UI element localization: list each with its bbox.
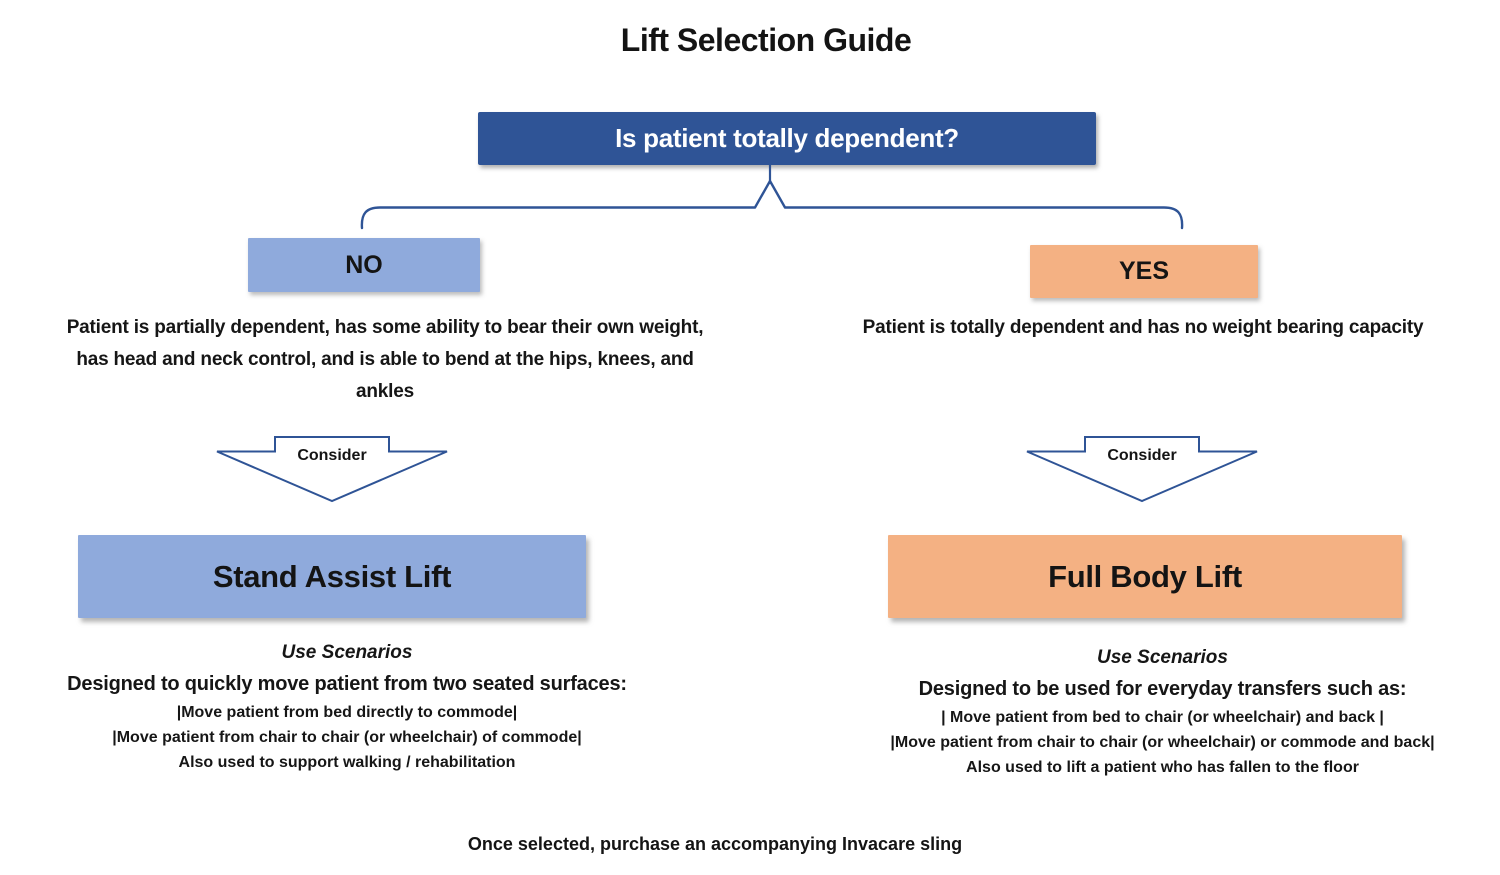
yes-branch-description: Patient is totally dependent and has no … <box>862 317 1424 338</box>
scenarios-title-right: Use Scenarios <box>1097 647 1228 668</box>
scenario-item: |Move patient from bed directly to commo… <box>176 704 518 721</box>
scenario-item: |Move patient from chair to chair (or wh… <box>112 729 582 746</box>
scenarios-heading-left: Designed to quickly move patient from tw… <box>67 673 627 695</box>
scenario-item: Also used to lift a patient who has fall… <box>966 759 1359 776</box>
yes-label: YES <box>1118 257 1170 285</box>
question-label: Is patient totally dependent? <box>615 123 959 153</box>
scenario-item: Also used to support walking / rehabilit… <box>178 754 516 771</box>
branch-connector-brace <box>360 162 1184 230</box>
footer-note: Once selected, purchase an accompanying … <box>467 834 963 854</box>
full-body-lift-box: Full Body Lift <box>888 535 1402 618</box>
scenario-item: |Move patient from chair to chair (or wh… <box>890 734 1435 751</box>
scenarios-list-right: | Move patient from bed to chair (or whe… <box>830 705 1495 780</box>
stand-assist-scenarios: Use Scenarios Designed to quickly move p… <box>16 642 678 775</box>
scenario-item: | Move patient from bed to chair (or whe… <box>941 709 1384 726</box>
no-label: NO <box>345 250 383 279</box>
no-branch-description: Patient is partially dependent, has some… <box>66 317 704 402</box>
scenarios-title-left: Use Scenarios <box>281 642 413 663</box>
question-box: Is patient totally dependent? <box>478 112 1096 165</box>
full-body-scenarios: Use Scenarios Designed to be used for ev… <box>830 647 1495 780</box>
consider-arrow-left: Consider <box>212 434 452 506</box>
yes-branch-box: YES <box>1030 245 1258 298</box>
consider-label-left: Consider <box>297 447 367 464</box>
stand-assist-lift-label: Stand Assist Lift <box>212 558 452 594</box>
stand-assist-lift-box: Stand Assist Lift <box>78 535 586 618</box>
consider-arrow-right: Consider <box>1022 434 1262 506</box>
down-arrow-icon <box>216 436 448 503</box>
down-arrow-icon <box>1026 436 1258 503</box>
scenarios-heading-right: Designed to be used for everyday transfe… <box>918 678 1407 700</box>
consider-label-right: Consider <box>1107 447 1177 464</box>
no-branch-box: NO <box>248 238 480 292</box>
page-title: Lift Selection Guide <box>620 22 912 58</box>
scenarios-list-left: |Move patient from bed directly to commo… <box>16 700 678 775</box>
full-body-lift-label: Full Body Lift <box>1048 558 1242 594</box>
